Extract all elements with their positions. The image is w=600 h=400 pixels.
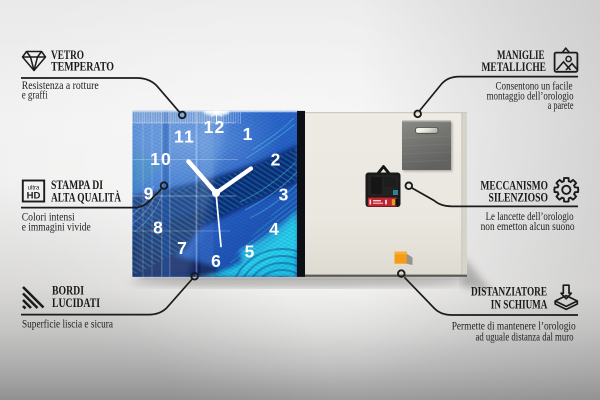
svg-text:Superficie liscia e sicura: Superficie liscia e sicura	[22, 319, 113, 331]
svg-text:METALLICHE: METALLICHE	[482, 59, 547, 74]
svg-text:11: 11	[174, 127, 195, 147]
svg-text:montaggio dell’orologio: montaggio dell’orologio	[487, 90, 574, 102]
svg-text:7: 7	[177, 238, 187, 258]
svg-text:STAMPA DI: STAMPA DI	[51, 177, 103, 192]
svg-text:4: 4	[269, 219, 279, 239]
svg-text:Le lancette dell’orologio: Le lancette dell’orologio	[486, 211, 574, 223]
svg-text:BORDI: BORDI	[52, 283, 84, 298]
svg-text:a parete: a parete	[548, 100, 574, 112]
svg-text:e graffi: e graffi	[22, 89, 48, 101]
svg-text:IN SCHIUMA: IN SCHIUMA	[491, 297, 548, 312]
svg-text:Colori intensi: Colori intensi	[22, 212, 75, 224]
svg-text:3: 3	[279, 185, 289, 205]
svg-text:non emetton alcun suono: non emetton alcun suono	[481, 221, 575, 233]
svg-text:9: 9	[144, 184, 154, 204]
svg-text:1: 1	[243, 124, 253, 144]
svg-text:Resistenza a rotture: Resistenza a rotture	[22, 80, 99, 92]
svg-text:MECCANISMO: MECCANISMO	[481, 177, 549, 192]
svg-text:ALTA QUALITÀ: ALTA QUALITÀ	[51, 190, 121, 205]
svg-text:e immagini vivide: e immagini vivide	[22, 221, 91, 233]
svg-text:ad uguale distanza dal muro: ad uguale distanza dal muro	[476, 332, 574, 344]
svg-text:ultra: ultra	[28, 185, 40, 191]
svg-text:VETRO: VETRO	[51, 47, 84, 62]
svg-text:TEMPERATO: TEMPERATO	[51, 59, 114, 74]
svg-text:Permette di mantenere l’orolog: Permette di mantenere l’orologio	[452, 320, 576, 332]
svg-text:MANIGLIE: MANIGLIE	[497, 47, 545, 62]
svg-text:Consentono un facile: Consentono un facile	[496, 81, 573, 93]
svg-text:12: 12	[204, 117, 226, 137]
svg-text:10: 10	[150, 149, 172, 169]
svg-text:SILENZIOSO: SILENZIOSO	[489, 190, 549, 205]
svg-text:HD: HD	[27, 190, 41, 201]
svg-text:LUCIDATI: LUCIDATI	[52, 295, 100, 310]
svg-text:8: 8	[153, 218, 163, 238]
svg-text:2: 2	[271, 150, 281, 170]
svg-text:5: 5	[245, 242, 255, 262]
svg-text:6: 6	[211, 251, 221, 271]
svg-text:DISTANZIATORE: DISTANZIATORE	[471, 284, 547, 299]
